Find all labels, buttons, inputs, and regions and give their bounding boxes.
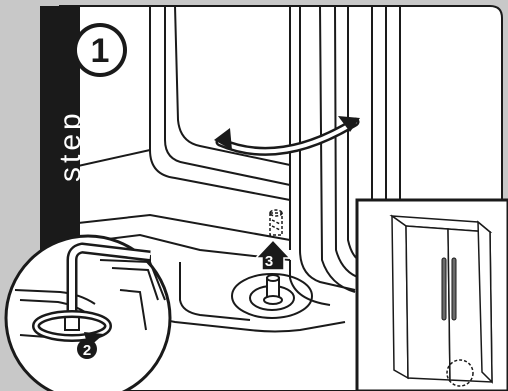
up-arrow-icon <box>254 238 292 271</box>
detail-magnifier: 2 <box>4 234 172 391</box>
step-word: step <box>54 109 87 182</box>
step-number: 1 <box>91 32 110 70</box>
callout-lift-label: 3 <box>265 253 273 270</box>
step-banner: step <box>40 6 87 282</box>
step-number-badge: 1 <box>73 23 127 77</box>
curved-double-arrow-icon <box>214 116 360 156</box>
hinge-pin <box>263 274 283 305</box>
callout-rotate-label: 2 <box>83 342 91 359</box>
refrigerator-overview-inset <box>355 198 508 391</box>
callout-rotate-badge <box>77 339 97 359</box>
hinge-pin-lifted <box>269 209 283 236</box>
circular-arrow-icon <box>32 310 112 348</box>
hinge-location-marker <box>446 359 474 387</box>
refrigerator-handles <box>441 257 457 321</box>
